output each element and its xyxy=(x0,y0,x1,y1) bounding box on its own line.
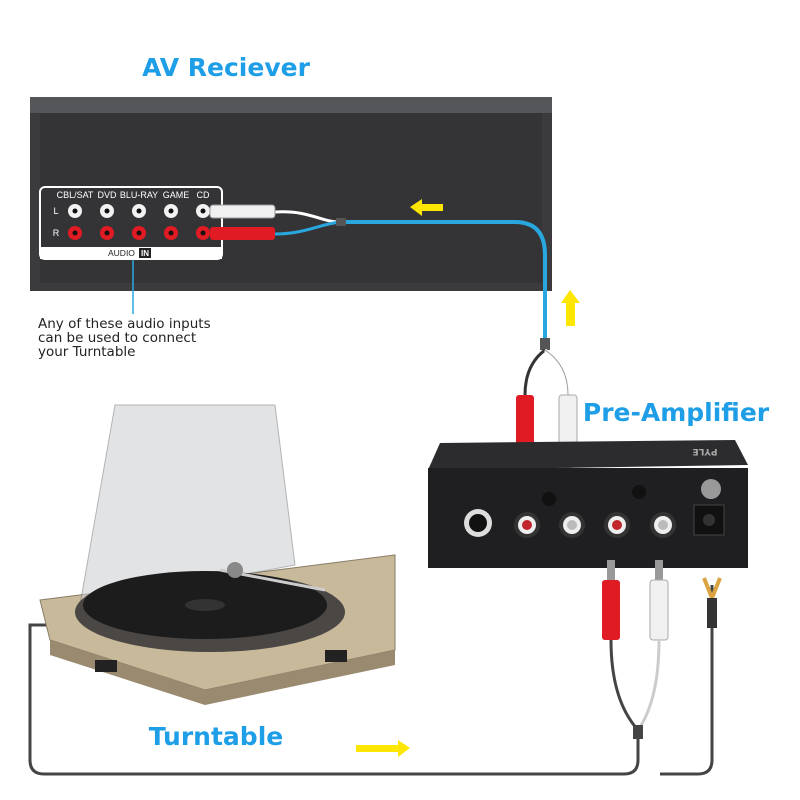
pyle-logo: PYLE xyxy=(693,446,718,456)
note-line-1: Any of these audio inputs xyxy=(38,316,211,332)
av-receiver: AUDIO IN CBL/SAT DVD BLU-RAY GAME CD L R xyxy=(30,97,552,291)
ground-knob xyxy=(701,479,721,499)
turntable xyxy=(39,404,396,705)
input-label-cd: CD xyxy=(197,190,210,200)
turntable-cable xyxy=(28,560,722,776)
in-badge: IN xyxy=(141,249,149,258)
arrow-right-icon xyxy=(356,740,410,757)
rca-jacks xyxy=(68,204,210,240)
arrow-left-icon xyxy=(410,199,443,216)
arrow-up-icon xyxy=(561,290,580,326)
dust-cover xyxy=(79,404,296,606)
turntable-title: Turntable xyxy=(149,722,283,751)
receiver-cable xyxy=(209,204,578,470)
red-rca-plug xyxy=(516,395,534,450)
pre-amplifier: PYLE xyxy=(428,440,748,568)
channel-label-r: R xyxy=(53,228,60,238)
note-line-2: can be used to connect xyxy=(38,330,196,346)
input-label-blu-ray: BLU-RAY xyxy=(120,190,158,200)
input-label-cbl-sat: CBL/SAT xyxy=(57,190,94,200)
av-receiver-title: AV Reciever xyxy=(142,53,311,82)
channel-label-l: L xyxy=(53,206,58,216)
pre-amplifier-title: Pre-Amplifier xyxy=(583,398,770,427)
input-label-dvd: DVD xyxy=(97,190,117,200)
input-label-game: GAME xyxy=(163,190,190,200)
note-line-3: your Turntable xyxy=(38,344,135,360)
audio-label: AUDIO xyxy=(108,248,135,258)
